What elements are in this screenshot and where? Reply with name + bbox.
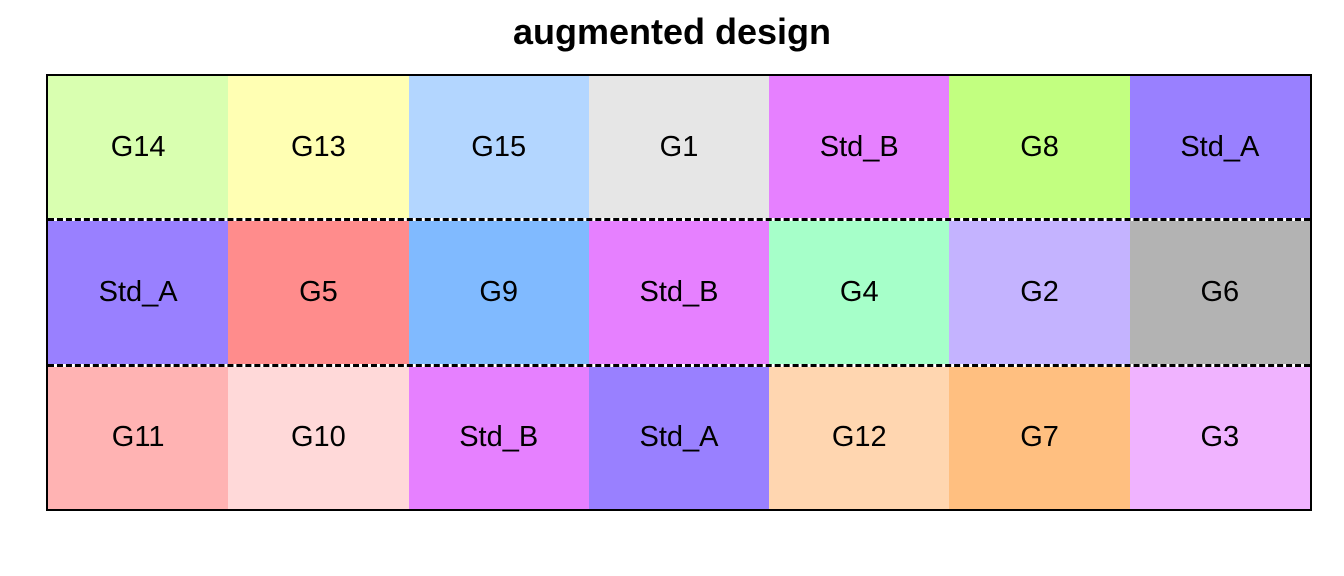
plot-cell: G12 xyxy=(769,366,950,509)
plot-cell: Std_B xyxy=(408,366,589,509)
plot-cell: Std_B xyxy=(769,76,950,219)
plot-cell: G1 xyxy=(588,76,770,219)
block-row-1: G14 G13 G15 G1 Std_B G8 Std_A xyxy=(48,76,1310,219)
block-row-2: Std_A G5 G9 Std_B G4 G2 G6 xyxy=(48,218,1310,364)
plot-cell: G4 xyxy=(769,221,950,364)
plot-cell: G13 xyxy=(228,76,409,219)
plot-cell: G15 xyxy=(408,76,589,219)
plot-cell: Std_A xyxy=(588,366,770,509)
plot-cell: G2 xyxy=(949,221,1130,364)
plot-cell: G5 xyxy=(228,221,409,364)
plot-cell: Std_A xyxy=(48,221,229,364)
plot-cell: G11 xyxy=(48,366,229,509)
plot-cell: G6 xyxy=(1129,221,1310,364)
diagram-title: augmented design xyxy=(512,11,832,52)
field-layout-grid: G14 G13 G15 G1 Std_B G8 Std_A Std_A G5 G… xyxy=(46,74,1312,511)
plot-cell: G7 xyxy=(949,366,1130,509)
plot-cell: Std_B xyxy=(588,221,770,364)
block-row-3: G11 G10 Std_B Std_A G12 G7 G3 xyxy=(48,363,1310,509)
plot-cell: G3 xyxy=(1129,366,1310,509)
plot-cell: Std_A xyxy=(1129,76,1310,219)
plot-cell: G10 xyxy=(228,366,409,509)
plot-cell: G8 xyxy=(949,76,1130,219)
plot-cell: G14 xyxy=(48,76,229,219)
plot-cell: G9 xyxy=(408,221,589,364)
